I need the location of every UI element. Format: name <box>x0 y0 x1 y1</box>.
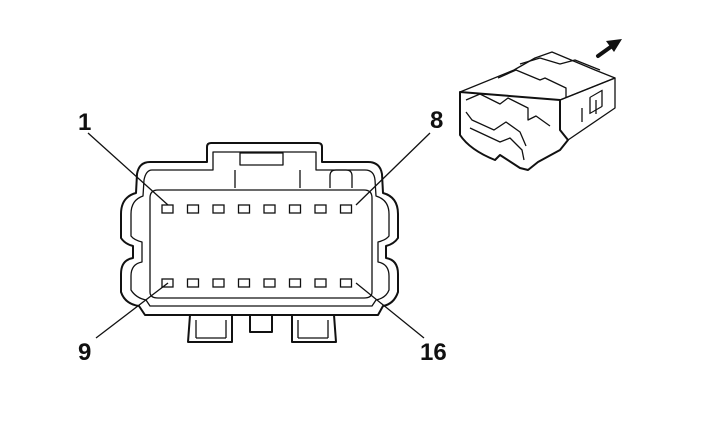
leader-line-9 <box>95 282 169 339</box>
pin-label-1: 1 <box>78 109 91 136</box>
pin-label-16: 16 <box>420 339 447 366</box>
pin-cavity-16 <box>339 278 353 288</box>
connector-face <box>120 142 399 343</box>
pin-cavity-10 <box>186 278 200 288</box>
pin-cavity-13 <box>263 278 276 288</box>
connector-iso-view <box>459 51 616 171</box>
pin-cavity-6 <box>288 204 302 214</box>
leader-lines <box>87 132 431 339</box>
pin-cavity-12 <box>237 278 251 288</box>
pin-cavity-5 <box>263 204 276 214</box>
leader-line-1 <box>87 132 169 206</box>
pin-label-8: 8 <box>430 107 443 134</box>
pin-label-9: 9 <box>78 339 91 366</box>
pin-cavities <box>161 204 353 288</box>
leader-line-8 <box>355 132 431 206</box>
latch-window <box>239 152 284 166</box>
pin-cavity-7 <box>314 204 327 214</box>
pin-cavity-4 <box>237 204 251 214</box>
arrow-up-right-icon <box>596 39 622 58</box>
pin-cavity-14 <box>288 278 302 288</box>
lower-tabs <box>187 314 337 343</box>
pin-cavity-1 <box>161 204 174 214</box>
cavity-rim <box>149 189 373 299</box>
pin-cavity-8 <box>339 204 353 214</box>
pin-cavity-11 <box>212 278 225 288</box>
housing-outer <box>120 142 399 316</box>
key-notch <box>329 169 353 188</box>
pin-cavity-15 <box>314 278 327 288</box>
pin-cavity-3 <box>212 204 225 214</box>
leader-line-16 <box>355 282 425 339</box>
pin-cavity-2 <box>186 204 200 214</box>
